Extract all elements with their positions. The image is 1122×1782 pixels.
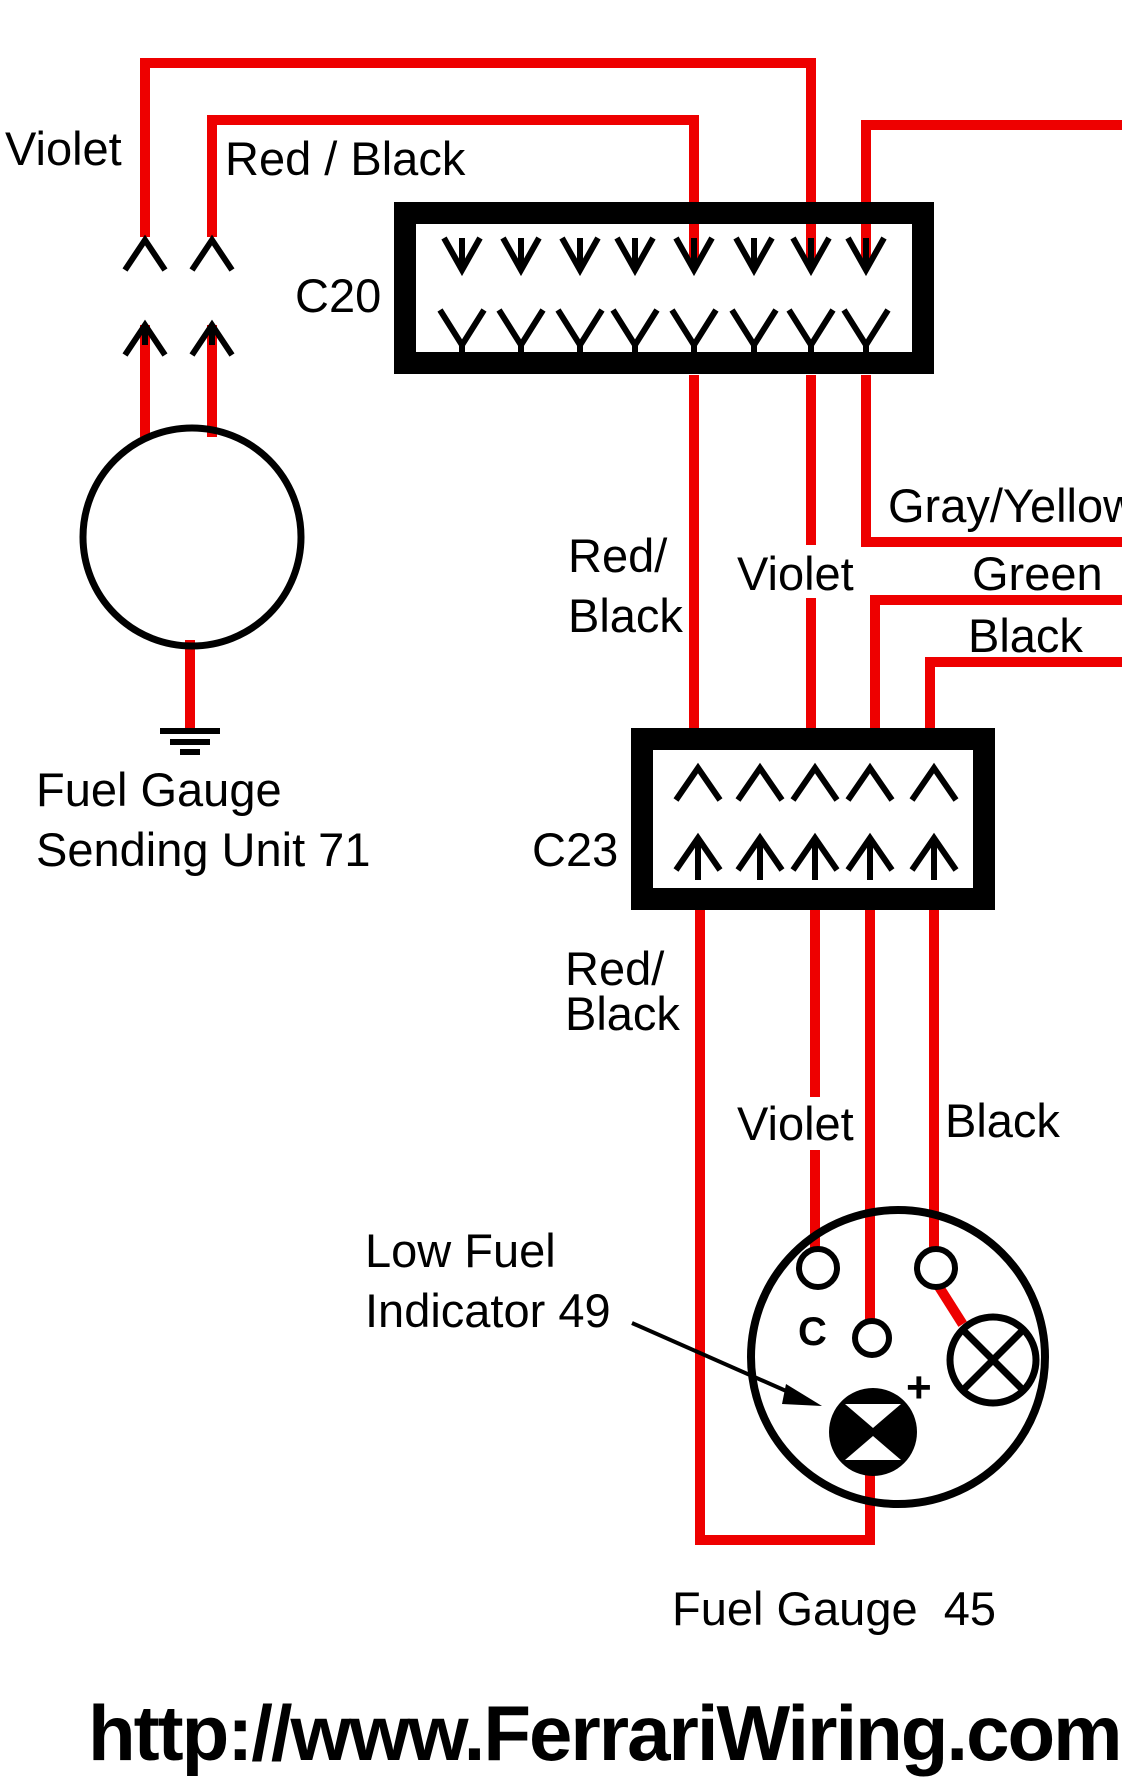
c23-top-pins xyxy=(673,762,959,802)
wire-gray-yellow-out xyxy=(861,375,1122,547)
label-sending-unit-1: Fuel Gauge xyxy=(36,763,282,816)
c23-bottom-pins xyxy=(673,832,959,880)
wire-red-black-gauge xyxy=(695,905,875,1545)
wire-violet-top xyxy=(140,58,816,260)
label-red-black-mid-2: Black xyxy=(568,589,683,642)
gauge-terminal-black-stud xyxy=(914,1246,958,1290)
splice-male-left xyxy=(122,319,168,357)
connector-c23 xyxy=(631,728,995,910)
wire-black xyxy=(925,657,1122,733)
c23-housing xyxy=(631,728,995,910)
splice-connector xyxy=(122,234,235,357)
label-fuel-gauge: Fuel Gauge 45 xyxy=(672,1582,996,1635)
splice-female-left xyxy=(122,234,168,272)
label-low-fuel-2: Indicator 49 xyxy=(365,1284,611,1337)
labels: Violet Red / Black C20 Gray/Yellow Red/ … xyxy=(5,122,1122,1777)
label-red-black-low-1: Red/ xyxy=(565,942,665,995)
label-black-mid: Black xyxy=(968,609,1083,662)
low-fuel-indicator-lamp-icon xyxy=(829,1388,917,1476)
gauge-terminal-plus-stud xyxy=(852,1318,892,1358)
website-url: http://www.FerrariWiring.com xyxy=(88,1689,1120,1777)
splice-female-right xyxy=(189,234,235,272)
label-low-fuel-1: Low Fuel xyxy=(365,1224,556,1277)
gauge-terminal-c-stud xyxy=(796,1246,840,1290)
fuel-gauge-body xyxy=(747,1206,1049,1508)
ground-symbol xyxy=(160,728,220,755)
label-c20: C20 xyxy=(295,269,381,322)
sending-unit-body xyxy=(79,424,305,650)
wire-red-black-top xyxy=(207,115,699,260)
c20-top-pins xyxy=(441,236,887,277)
label-c23: C23 xyxy=(532,823,618,876)
wire-green xyxy=(870,595,1122,733)
label-violet-mid: Violet xyxy=(737,547,854,600)
splice-male-right xyxy=(189,319,235,357)
label-violet-low: Violet xyxy=(737,1097,854,1150)
fuel-gauge-sending-unit xyxy=(79,424,305,755)
label-red-black-low-2: Black xyxy=(565,987,680,1040)
fuel-gauge xyxy=(631,1206,1049,1508)
label-green: Green xyxy=(972,547,1103,600)
label-gauge-terminal-c: C xyxy=(798,1310,827,1354)
label-violet-top: Violet xyxy=(5,122,122,175)
c20-housing xyxy=(394,202,934,374)
label-black-low: Black xyxy=(945,1094,1060,1147)
label-gauge-terminal-plus: + xyxy=(906,1363,932,1412)
label-red-black-top: Red / Black xyxy=(225,132,466,185)
wire-gray-yellow-top xyxy=(861,120,1122,260)
label-gray-yellow: Gray/Yellow xyxy=(888,479,1122,532)
connector-c20 xyxy=(394,202,934,374)
illumination-lamp-icon xyxy=(946,1313,1040,1407)
label-sending-unit-2: Sending Unit 71 xyxy=(36,823,370,876)
label-red-black-mid-1: Red/ xyxy=(568,529,668,582)
indicator-pointer-arrow xyxy=(631,1321,822,1406)
wires xyxy=(140,58,1122,1545)
c20-bottom-pins xyxy=(437,308,891,355)
